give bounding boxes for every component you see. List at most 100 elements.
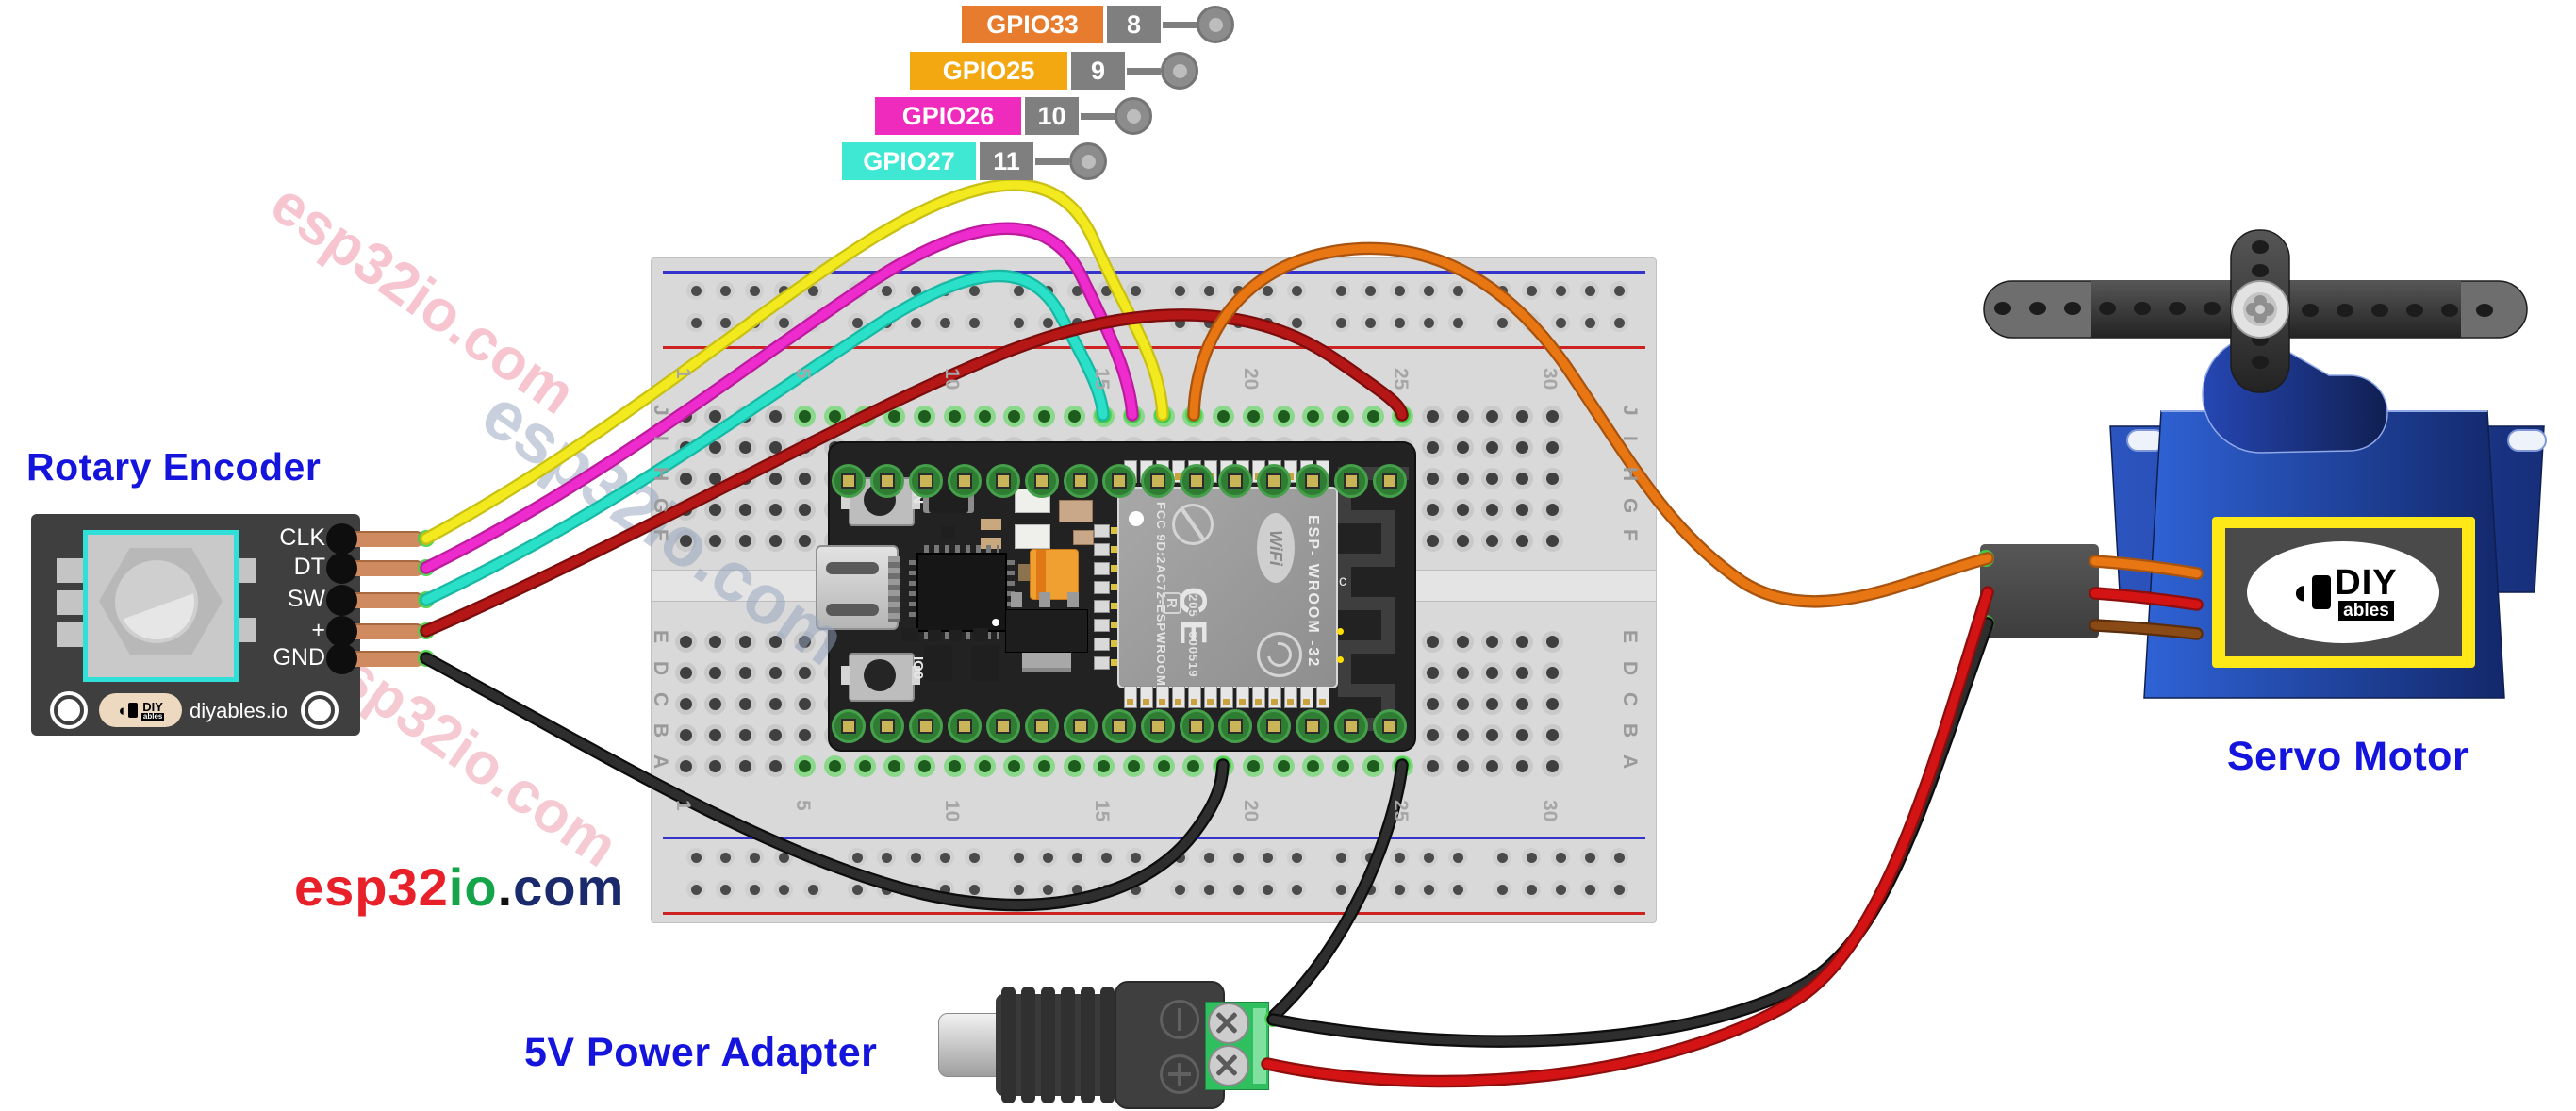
col-number-top: 1 xyxy=(672,368,694,379)
jack-plus-symbol xyxy=(1160,1054,1199,1094)
encoder-pinhole-plus xyxy=(326,616,357,647)
breadboard-hole xyxy=(1093,754,1115,777)
servo-logo-diy: DIY xyxy=(2335,562,2398,603)
breadboard-rail-hole xyxy=(1419,281,1438,300)
horn-hole xyxy=(2029,302,2046,315)
row-letter-left: C xyxy=(650,692,671,707)
breadboard-hole xyxy=(764,529,786,552)
breadboard-hole xyxy=(1272,754,1295,777)
breadboard-hole xyxy=(764,630,786,653)
esp32-pin xyxy=(948,709,982,743)
breadboard-hole xyxy=(1481,498,1504,521)
breadboard-hole xyxy=(1481,529,1504,552)
encoder-pin-label-clk: CLK xyxy=(279,524,325,551)
breadboard-rail-hole xyxy=(686,281,705,300)
transistor-1 xyxy=(924,645,952,681)
breadboard-hole xyxy=(1422,754,1444,777)
breadboard-rail-blue-bottom xyxy=(663,837,1645,839)
breadboard-rail-hole xyxy=(1331,313,1350,332)
breadboard-hole xyxy=(1451,529,1474,552)
breadboard-rail-hole xyxy=(686,313,705,332)
gpio26-chip: GPIO26 xyxy=(875,97,1021,135)
breadboard-rail-hole xyxy=(1522,848,1541,867)
col-number-top: 20 xyxy=(1240,368,1263,390)
breadboard-hole xyxy=(794,529,817,552)
gpio33-point-icon xyxy=(1197,6,1234,43)
col-number-top: 30 xyxy=(1539,368,1561,390)
breadboard-hole xyxy=(1481,467,1504,489)
breadboard-rail-hole xyxy=(848,313,867,332)
wire-gnd-to-terminal-black-outline xyxy=(1268,758,1409,1021)
breadboard-rail-hole xyxy=(1067,848,1086,867)
horn-hole xyxy=(2064,302,2081,315)
esp32-pin xyxy=(832,709,866,743)
breadboard-rail-hole xyxy=(1610,848,1628,867)
breadboard-hole xyxy=(1123,754,1145,777)
regulator-tab xyxy=(1022,653,1071,672)
brand-esp32io: esp32io.com xyxy=(294,856,624,918)
breadboard-rail-hole xyxy=(848,848,867,867)
usb-slot-bottom xyxy=(826,604,879,616)
plug-ridge xyxy=(1100,987,1115,1103)
breadboard-rail-hole xyxy=(1287,848,1306,867)
voltage-regulator xyxy=(1005,609,1088,653)
breadboard-hole xyxy=(1511,661,1534,684)
breadboard-hole xyxy=(1422,661,1444,684)
breadboard-rail-hole xyxy=(1551,281,1570,300)
encoder-pinhole-gnd xyxy=(326,643,357,674)
encoder-wire-stub-dt xyxy=(345,560,424,576)
breadboard-hole xyxy=(914,405,936,427)
esp32-pin xyxy=(1334,709,1368,743)
shield-solder-pad xyxy=(1172,686,1185,708)
wire-vcc-darkred xyxy=(421,310,1407,636)
esp32-pin xyxy=(1064,464,1098,498)
plug-ridge xyxy=(1021,987,1035,1103)
breadboard-hole xyxy=(1451,405,1474,427)
smd-row-3 xyxy=(949,630,962,641)
breadboard-hole xyxy=(734,692,756,715)
breadboard-rail-hole xyxy=(1229,848,1247,867)
breadboard-hole xyxy=(853,754,876,777)
esp32-pin xyxy=(1064,709,1098,743)
usb-serial-chip xyxy=(909,545,1015,639)
breadboard-hole xyxy=(1511,436,1534,458)
shield-solder-pad xyxy=(1124,686,1137,708)
shield-solder-pad xyxy=(1140,686,1153,708)
usb-contacts xyxy=(888,556,900,622)
diyables-glyph-icon: ◖ xyxy=(117,703,138,719)
shield-solder-pad xyxy=(1220,686,1233,708)
esp32-pin xyxy=(1373,464,1407,498)
barrel-plug-tip xyxy=(938,1013,1002,1077)
power-adapter-title: 5V Power Adapter xyxy=(524,1030,878,1075)
smd-small-1 xyxy=(941,526,955,539)
encoder-logo-diy: DIY xyxy=(142,699,163,714)
plug-ridge xyxy=(1061,987,1075,1103)
breadboard-hole xyxy=(674,467,697,489)
breadboard-hole xyxy=(1422,467,1444,489)
encoder-pinhole-dt xyxy=(326,553,357,584)
gpio26-point-icon xyxy=(1115,97,1152,135)
gpio-callout-25: GPIO25 9 xyxy=(910,52,1198,90)
breadboard-hole xyxy=(1541,467,1563,489)
breadboard-rail-hole xyxy=(1390,313,1409,332)
row-letter-left: A xyxy=(650,754,671,770)
breadboard-hole xyxy=(1481,436,1504,458)
breadboard-hole xyxy=(1511,630,1534,653)
breadboard-hole xyxy=(1422,630,1444,653)
breadboard-rail-hole xyxy=(1038,880,1057,899)
breadboard-rail-hole xyxy=(1551,848,1570,867)
col-number-bottom: 15 xyxy=(1090,800,1113,822)
breadboard-hole xyxy=(1451,754,1474,777)
breadboard-rail-hole xyxy=(1390,848,1409,867)
wroom-module-shield: FCC 9D:2AC72-ESPWROOM 32 R 205 - 000519 … xyxy=(1117,487,1338,706)
breadboard-rail-hole xyxy=(1390,281,1409,300)
breadboard-rail-hole xyxy=(1522,880,1541,899)
breadboard-rail-hole xyxy=(1199,281,1218,300)
encoder-tab-l3 xyxy=(57,622,85,647)
breadboard-hole xyxy=(1481,754,1504,777)
breadboard-hole xyxy=(1063,754,1085,777)
row-letter-right: H xyxy=(1619,467,1641,482)
esp32-pin xyxy=(1257,709,1291,743)
breadboard-hole xyxy=(1451,498,1474,521)
esp32-pin xyxy=(1102,464,1136,498)
